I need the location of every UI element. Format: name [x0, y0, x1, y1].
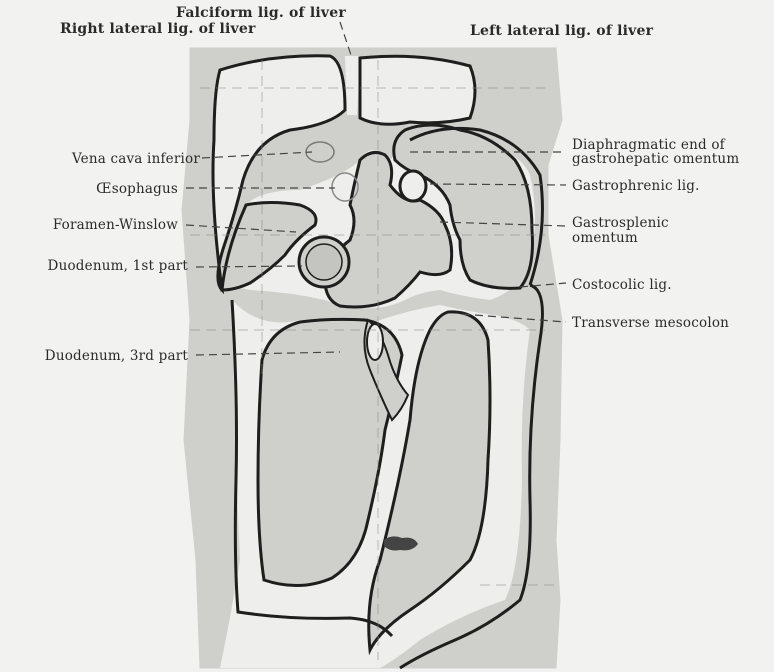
- duodenum-first-part-lumen: [306, 244, 342, 280]
- label-foramen: Foramen-Winslow: [53, 218, 178, 232]
- label-duodenum-third: Duodenum, 3rd part: [45, 349, 188, 363]
- label-right-lateral: Right lateral lig. of liver: [60, 22, 256, 36]
- label-diaphragmatic-line1: Diaphragmatic end of: [572, 138, 725, 152]
- label-gastrophrenic: Gastrophrenic lig.: [572, 179, 700, 193]
- label-falciform: Falciform lig. of liver: [176, 6, 346, 20]
- label-gastrosplenic-line2: omentum: [572, 231, 638, 245]
- label-transverse-mesocolon: Transverse mesocolon: [572, 316, 729, 330]
- label-diaphragmatic-line2: gastrohepatic omentum: [572, 152, 739, 166]
- label-costocolic: Costocolic lig.: [572, 278, 672, 292]
- label-esophagus: Œsophagus: [96, 182, 178, 196]
- label-vena-cava: Vena cava inferior: [72, 152, 200, 166]
- duodenum-third-part: [367, 324, 383, 360]
- esophagus-ring: [400, 171, 426, 201]
- label-left-lateral: Left lateral lig. of liver: [470, 24, 653, 38]
- label-gastrosplenic-line1: Gastrosplenic: [572, 216, 669, 230]
- left-liver-lobe: [360, 56, 475, 124]
- label-duodenum-first: Duodenum, 1st part: [48, 259, 188, 273]
